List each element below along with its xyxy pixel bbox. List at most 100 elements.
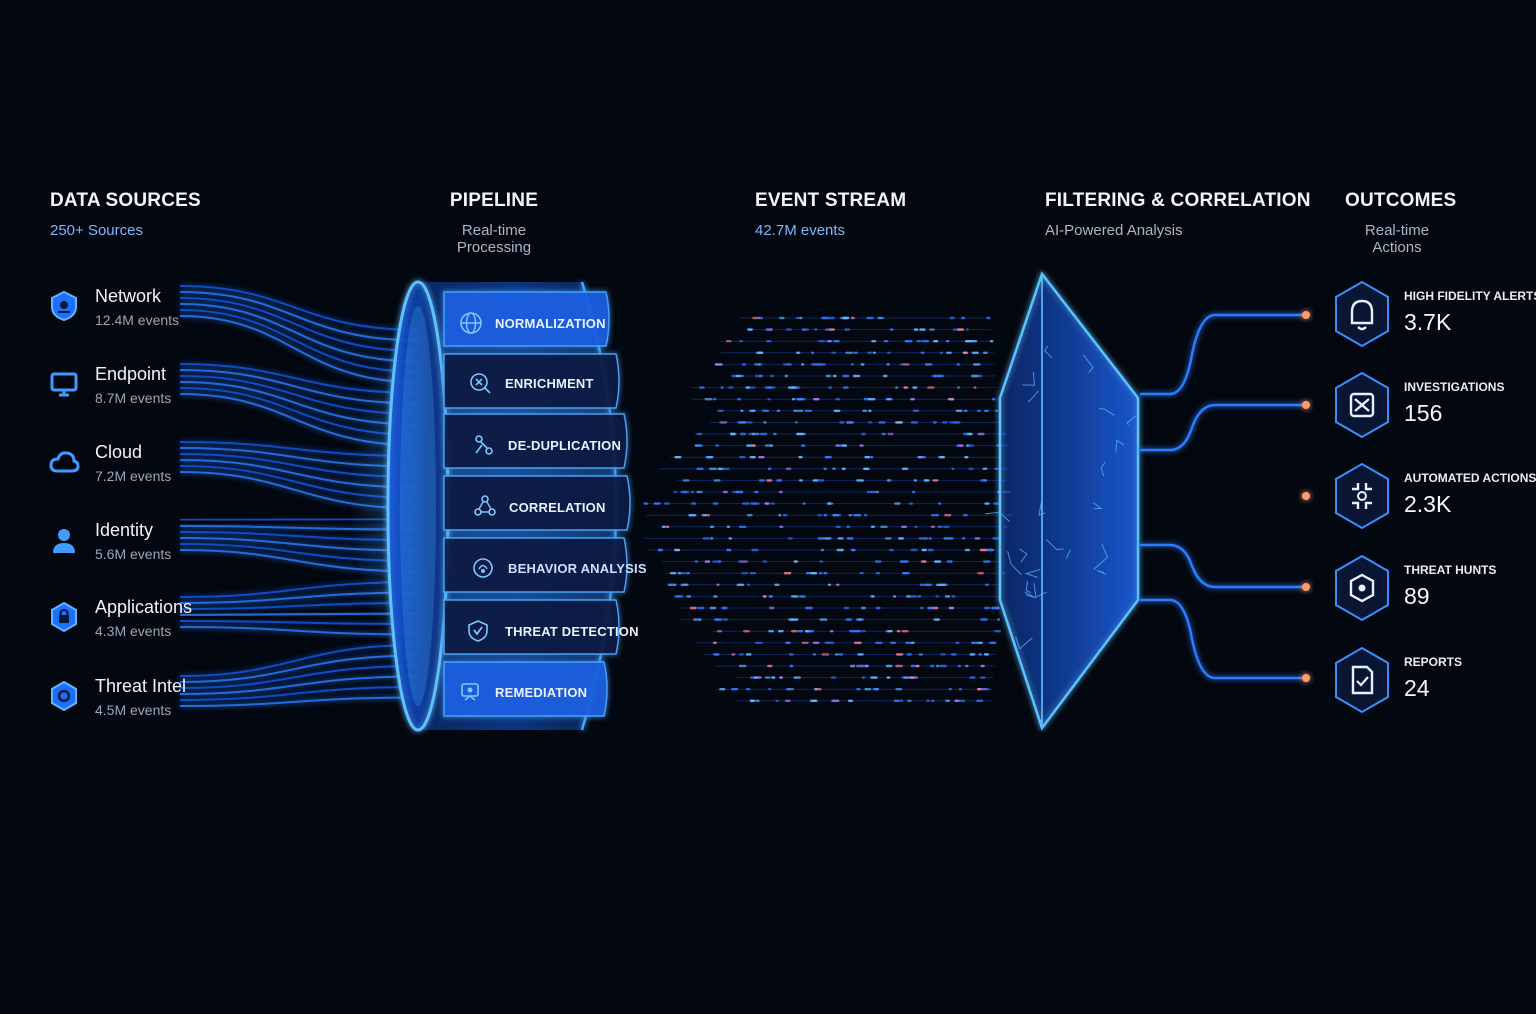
stream-particle	[841, 444, 848, 447]
stream-particle	[812, 641, 820, 644]
stream-particle	[785, 328, 792, 331]
outcome-connector-dot	[1302, 492, 1310, 500]
source-name: Cloud	[95, 442, 143, 462]
stream-particle	[828, 641, 835, 644]
stream-particle	[747, 328, 753, 331]
outcome-value: 3.7K	[1404, 309, 1452, 335]
stream-particle	[870, 595, 875, 598]
stream-particle	[921, 548, 928, 552]
stream-particle	[726, 548, 732, 552]
stream-particle	[963, 409, 968, 412]
source-endpoint[interactable]: Endpoint 8.7M events	[48, 364, 248, 414]
stream-particle	[888, 548, 895, 552]
report-icon	[1335, 646, 1389, 714]
source-count: 8.7M events	[95, 390, 172, 406]
outcome-threat-hunts[interactable]: THREAT HUNTS 89	[1332, 553, 1532, 625]
outcome-label: REPORTS	[1404, 655, 1463, 669]
stream-particle	[763, 421, 767, 424]
stream-particle	[791, 398, 796, 401]
stream-particle	[908, 502, 914, 505]
stream-particle	[903, 386, 909, 389]
stream-particle	[827, 583, 832, 586]
stream-particle	[738, 653, 745, 656]
stream-particle	[749, 572, 757, 575]
prism-vein	[1024, 568, 1041, 578]
stage-correlation[interactable]: CORRELATION	[509, 500, 606, 515]
stream-particle	[863, 514, 868, 517]
source-network[interactable]: Network 12.4M events	[48, 286, 248, 336]
stream-particle	[859, 572, 864, 575]
stage-enrichment[interactable]: ENRICHMENT	[505, 376, 594, 391]
stream-particle	[779, 676, 784, 679]
stream-particle	[952, 328, 959, 331]
stream-particle	[993, 502, 1000, 505]
outcome-high-fidelity-alerts[interactable]: HIGH FIDELITY ALERTS 3.7K	[1332, 279, 1536, 351]
stream-particle	[833, 340, 840, 343]
stream-particle	[976, 409, 981, 412]
stream-particle	[964, 456, 969, 459]
source-threat-intel[interactable]: Threat Intel 4.5M events	[48, 676, 248, 726]
outcome-investigations[interactable]: INVESTIGATIONS 156	[1332, 370, 1532, 442]
stream-particle	[812, 479, 819, 482]
bell-icon	[1335, 280, 1389, 348]
stream-particle	[990, 641, 997, 644]
source-count: 7.2M events	[95, 468, 172, 484]
stage-remediation[interactable]: REMEDIATION	[495, 685, 588, 700]
stream-particle	[921, 340, 930, 343]
source-flow-line	[179, 297, 421, 352]
stage-de-duplication[interactable]: DE-DUPLICATION	[508, 438, 622, 453]
prism-vein	[1065, 549, 1071, 560]
stream-particle	[770, 374, 774, 378]
stream-particle	[901, 630, 909, 633]
stream-particle	[868, 421, 873, 424]
stream-particle	[722, 467, 730, 470]
stream-particle	[780, 525, 784, 528]
stream-particle	[828, 328, 835, 331]
stream-particle	[885, 664, 893, 668]
stream-particle	[796, 351, 800, 354]
filtering-subtitle: AI-Powered Analysis	[1045, 222, 1183, 239]
stream-particle	[946, 351, 952, 354]
source-cloud[interactable]: Cloud 7.2M events	[48, 442, 248, 492]
outcome-automated-actions[interactable]: AUTOMATED ACTIONS 2.3K	[1332, 461, 1536, 533]
stream-particle	[789, 664, 794, 668]
prism-vein	[1022, 371, 1036, 386]
stream-particle	[934, 560, 942, 563]
prism-vein	[1115, 439, 1125, 453]
stream-particle	[916, 340, 922, 343]
stream-particle	[943, 537, 947, 540]
outcome-label: THREAT HUNTS	[1404, 563, 1497, 577]
source-flow-line	[179, 291, 421, 342]
stage-behavior-analysis[interactable]: BEHAVIOR ANALYSIS	[508, 561, 647, 576]
monitor-icon	[50, 372, 78, 397]
stream-particle	[717, 409, 724, 412]
stream-particle	[879, 641, 883, 644]
stream-particle	[738, 525, 747, 528]
stream-particle	[813, 688, 818, 691]
stream-particle	[745, 688, 751, 691]
stream-particle	[927, 386, 935, 389]
stream-particle	[894, 502, 901, 505]
stage-normalization[interactable]: NORMALIZATION	[495, 316, 606, 331]
stream-particle	[668, 583, 674, 586]
source-applications[interactable]: Applications 4.3M events	[48, 597, 248, 647]
stream-particle	[768, 630, 774, 633]
stream-particle	[997, 618, 1001, 621]
stream-particle	[968, 467, 974, 470]
stream-particle	[910, 421, 919, 424]
source-identity[interactable]: Identity 5.6M events	[48, 520, 248, 570]
outcome-reports[interactable]: REPORTS 24	[1332, 645, 1532, 717]
stage-threat-detection[interactable]: THREAT DETECTION	[505, 624, 639, 639]
stream-particle	[729, 432, 736, 436]
stream-particle	[813, 699, 818, 702]
stream-particle	[898, 537, 905, 540]
stream-particle	[828, 386, 832, 389]
outcomes-title: OUTCOMES	[1345, 190, 1457, 211]
stream-particle	[827, 316, 835, 320]
stream-particle	[794, 421, 799, 424]
stream-particle	[798, 456, 803, 459]
stream-particle	[948, 606, 955, 610]
stream-particle	[904, 676, 911, 679]
threat-intel-icon	[51, 680, 77, 712]
stream-particle	[848, 618, 852, 621]
